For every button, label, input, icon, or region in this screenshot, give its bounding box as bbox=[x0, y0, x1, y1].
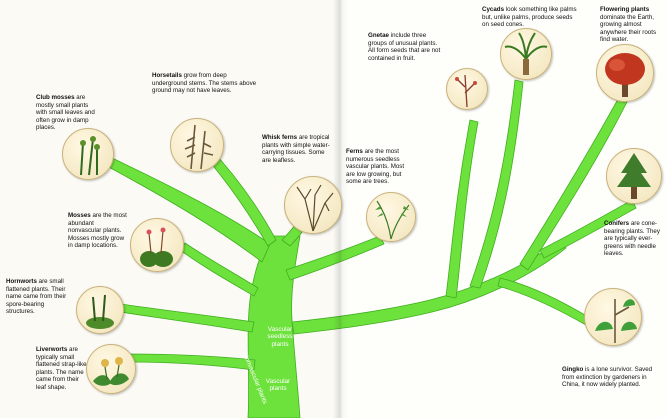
branch-liverworts bbox=[130, 354, 255, 370]
note-gingko-name: Gingko bbox=[562, 366, 583, 373]
conifer-illustration bbox=[606, 148, 662, 204]
branch-gingko bbox=[498, 278, 590, 325]
note-gnetae-name: Gnetae bbox=[368, 32, 389, 39]
note-flowering-text: dominate the Earth, growing almost anywh… bbox=[600, 14, 656, 44]
flowering-tree-illustration bbox=[596, 44, 654, 102]
cycad-illustration bbox=[500, 28, 552, 80]
note-liverworts-name: Liverworts bbox=[36, 346, 67, 353]
note-flowering-plants: Flowering plants dominate the Earth, gro… bbox=[600, 6, 664, 44]
whisk-fern-illustration bbox=[284, 176, 342, 234]
note-conifers-name: Conifers bbox=[604, 220, 629, 227]
note-flowering-name: Flowering plants bbox=[600, 6, 649, 13]
note-mosses-name: Mosses bbox=[68, 212, 91, 219]
label-vascular-plants: Vascular plants bbox=[258, 378, 298, 393]
branch-gnetae bbox=[446, 120, 478, 298]
note-liverworts-text: are typically small flattened strap-like… bbox=[36, 346, 87, 391]
note-cycads: Cycads look something like palms but, un… bbox=[482, 6, 578, 29]
note-hornworts: Hornworts are small flattened plants. Th… bbox=[6, 278, 72, 316]
gingko-illustration bbox=[584, 288, 642, 346]
note-whisk-ferns: Whisk ferns are tropical plants with sim… bbox=[262, 134, 332, 164]
branch-hornworts bbox=[120, 304, 254, 332]
moss-illustration bbox=[130, 218, 184, 272]
branch-mosses bbox=[180, 243, 258, 296]
note-horsetails: Horsetails grow from deep underground st… bbox=[152, 72, 258, 95]
note-ferns: Ferns are the most numerous seedless vas… bbox=[346, 148, 408, 186]
note-conifers: Conifers are cone-bearing plants. They a… bbox=[604, 220, 664, 258]
note-gnetae: Gnetae include three groups of unusual p… bbox=[368, 32, 442, 62]
note-club-mosses: Club mosses are mostly small plants with… bbox=[36, 94, 98, 132]
note-whisk-ferns-name: Whisk ferns bbox=[262, 134, 297, 141]
note-hornworts-name: Hornworts bbox=[6, 278, 37, 285]
note-gingko: Gingko is a lone survivor. Saved from ex… bbox=[562, 366, 662, 389]
note-cycads-name: Cycads bbox=[482, 6, 504, 13]
gnetae-illustration bbox=[446, 68, 488, 110]
note-horsetails-name: Horsetails bbox=[152, 72, 182, 79]
liverwort-illustration bbox=[86, 344, 136, 394]
hornwort-illustration bbox=[76, 286, 124, 334]
club-moss-illustration bbox=[62, 128, 114, 180]
horsetail-illustration bbox=[170, 118, 224, 172]
label-vascular-seedless: Vascular seedless plants bbox=[258, 326, 302, 348]
note-ferns-name: Ferns bbox=[346, 148, 363, 155]
note-mosses: Mosses are the most abundant nonvascular… bbox=[68, 212, 128, 250]
fern-illustration bbox=[366, 192, 416, 242]
note-liverworts: Liverworts are typically small flattened… bbox=[36, 346, 88, 392]
note-club-mosses-name: Club mosses bbox=[36, 94, 75, 101]
branch-cycads bbox=[470, 80, 523, 288]
